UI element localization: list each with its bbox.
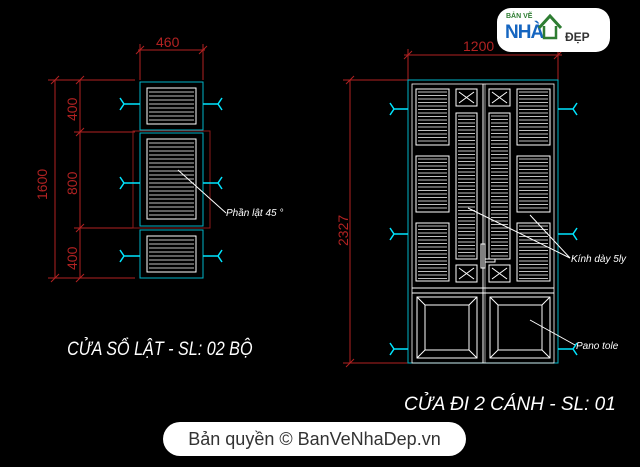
house-icon: [537, 13, 563, 40]
glass-label: Kính dày 5ly: [571, 254, 627, 265]
window-drawing: 460 1600 400 800 400: [34, 34, 283, 359]
window-anchor-arrows: [119, 97, 223, 263]
dim-2327-label: 2327: [335, 215, 351, 246]
site-logo: BẢN VẼ NHÀ ĐẸP: [497, 8, 610, 52]
dim-400-bottom-label: 400: [64, 246, 80, 270]
dim-460-label: 460: [156, 34, 180, 50]
logo-sub-text: ĐẸP: [565, 30, 590, 44]
louver-leader-line: [177, 169, 227, 214]
dim-400-top-label: 400: [64, 97, 80, 121]
dim-1200-label: 1200: [463, 38, 494, 54]
dim-800-label: 800: [64, 171, 80, 195]
window-title: CỬA SỔ LẬT - SL: 02 BỘ: [67, 337, 253, 360]
dim-2327: [343, 75, 408, 368]
window-frame: [132, 81, 211, 279]
logo-small-text: BẢN VẼ: [506, 13, 533, 20]
louver-label: Phần lật 45 °: [226, 207, 283, 219]
panel-label: Pano tole: [576, 341, 619, 352]
door-louver-slats: [418, 91, 548, 279]
door-leader-lines: [467, 207, 576, 346]
door-anchor-arrows: [389, 102, 578, 356]
door-frame: [407, 79, 559, 364]
door-title: CỬA ĐI 2 CÁNH - SL: 01: [404, 393, 616, 415]
logo-main-text: NHÀ: [505, 22, 544, 43]
dim-1600-label: 1600: [34, 169, 50, 200]
window-louver-slats: [149, 91, 194, 269]
watermark-text: Bản quyền © BanVeNhaDep.vn: [188, 428, 441, 449]
dim-460: [135, 44, 208, 80]
door-drawing: 1200 2327: [335, 38, 627, 415]
dim-1200: [403, 49, 563, 80]
dim-vertical-window: [48, 75, 135, 283]
copyright-watermark: Bản quyền © BanVeNhaDep.vn: [163, 422, 466, 456]
